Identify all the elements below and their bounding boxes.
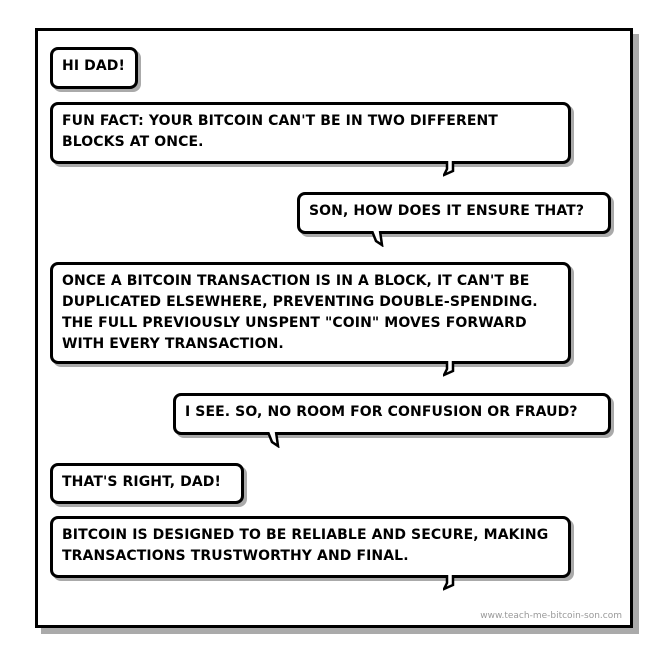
message-text: THAT'S RIGHT, DAD! bbox=[62, 474, 222, 490]
message-text: ONCE A BITCOIN TRANSACTION IS IN A BLOCK… bbox=[62, 273, 538, 352]
bubble-tail-icon bbox=[443, 161, 455, 177]
bubble-tail-icon bbox=[443, 361, 455, 377]
speech-bubble: BITCOIN IS DESIGNED TO BE RELIABLE AND S… bbox=[50, 516, 571, 578]
message-text: I SEE. SO, NO ROOM FOR CONFUSION OR FRAU… bbox=[185, 404, 578, 420]
comic-panel: HI DAD! FUN FACT: YOUR BITCOIN CAN'T BE … bbox=[35, 28, 633, 628]
bubble-tail-icon bbox=[443, 575, 455, 591]
message-text: SON, HOW DOES IT ENSURE THAT? bbox=[309, 203, 585, 219]
bubble-tail-icon bbox=[370, 231, 384, 247]
message-text: BITCOIN IS DESIGNED TO BE RELIABLE AND S… bbox=[62, 527, 549, 564]
speech-bubble: THAT'S RIGHT, DAD! bbox=[50, 463, 244, 504]
speech-bubble: SON, HOW DOES IT ENSURE THAT? bbox=[297, 192, 611, 234]
speech-bubble: ONCE A BITCOIN TRANSACTION IS IN A BLOCK… bbox=[50, 262, 571, 364]
message-text: FUN FACT: YOUR BITCOIN CAN'T BE IN TWO D… bbox=[62, 113, 498, 150]
speech-bubble: I SEE. SO, NO ROOM FOR CONFUSION OR FRAU… bbox=[173, 393, 611, 435]
message-text: HI DAD! bbox=[62, 58, 125, 74]
speech-bubble: HI DAD! bbox=[50, 47, 138, 89]
site-credit: www.teach-me-bitcoin-son.com bbox=[480, 611, 622, 621]
speech-bubble: FUN FACT: YOUR BITCOIN CAN'T BE IN TWO D… bbox=[50, 102, 571, 164]
bubble-tail-icon bbox=[266, 432, 280, 448]
